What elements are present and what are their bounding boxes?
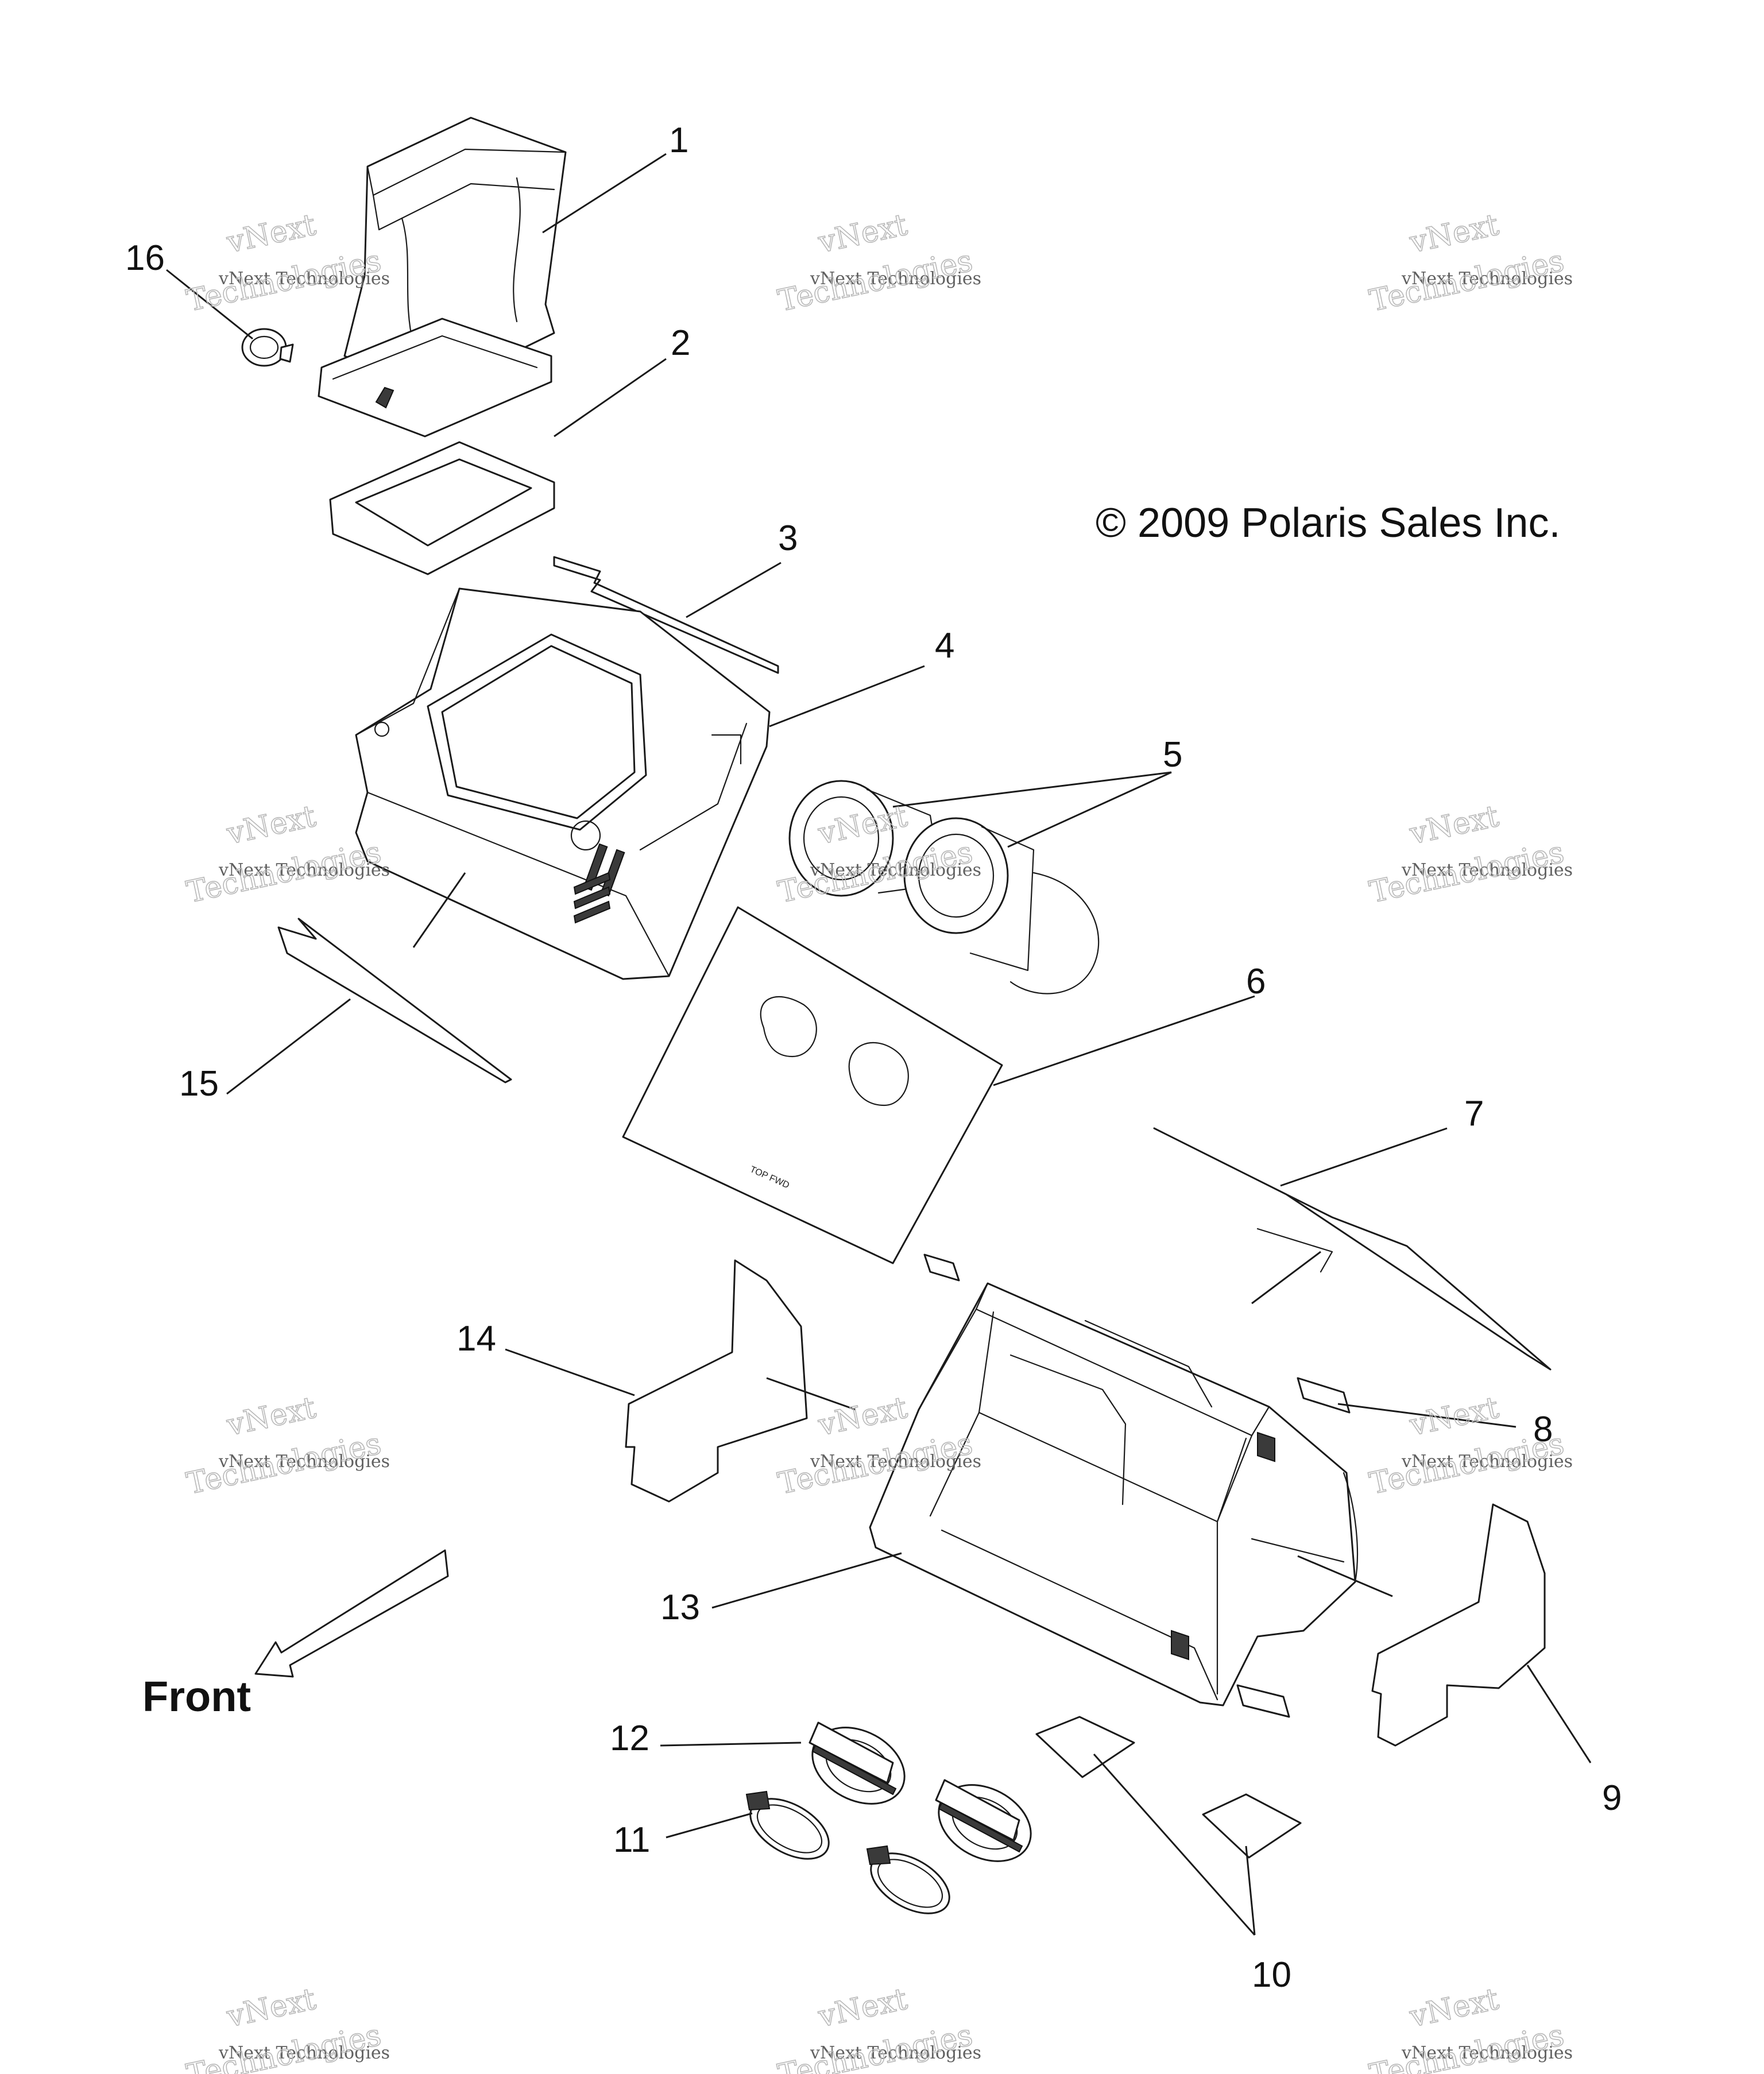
part-5-boots: [788, 780, 1100, 995]
svg-text:vNext: vNext: [1406, 208, 1502, 260]
svg-text:vNext: vNext: [815, 1982, 910, 2034]
svg-text:Technologies: Technologies: [1367, 835, 1567, 910]
svg-text:vNext Technologies: vNext Technologies: [810, 1452, 981, 1472]
watermark: vNext vNext Technologies Technologies: [183, 799, 390, 911]
callout-9: 9: [1602, 1778, 1622, 1818]
svg-text:Technologies: Technologies: [184, 835, 384, 910]
callout-3: 3: [778, 518, 798, 558]
svg-text:Technologies: Technologies: [1367, 2018, 1567, 2074]
svg-text:vNext: vNext: [223, 208, 319, 260]
svg-text:vNext Technologies: vNext Technologies: [218, 1452, 390, 1472]
callout-numbers: 1 2 3 4 5 6 7 8 9 10 11 12 13 14 15 16: [125, 121, 1622, 1995]
copyright-text: © 2009 Polaris Sales Inc.: [1096, 500, 1560, 546]
clip-lower: [1236, 1684, 1290, 1718]
svg-text:vNext Technologies: vNext Technologies: [1401, 860, 1573, 880]
svg-text:vNext Technologies: vNext Technologies: [1401, 1452, 1573, 1472]
part-2-gasket: [329, 441, 555, 575]
svg-text:Technologies: Technologies: [775, 243, 976, 318]
callout-2: 2: [671, 323, 690, 363]
svg-text:vNext: vNext: [815, 1391, 910, 1443]
front-label: Front: [142, 1673, 251, 1720]
part-1-intake-duct: [318, 117, 567, 438]
part-10-foam-pads: [1035, 1716, 1302, 1859]
leader-lines: [166, 153, 1592, 1936]
clip-upper: [923, 1253, 960, 1282]
part-4-air-box-cover: [355, 587, 771, 980]
part-7-seal-sheet: [1153, 1127, 1552, 1371]
callout-5: 5: [1163, 735, 1182, 775]
callout-7: 7: [1464, 1094, 1484, 1133]
watermark: vNext vNext Technologies Technologies: [183, 1390, 390, 1502]
svg-text:vNext: vNext: [223, 799, 319, 852]
callout-4: 4: [935, 626, 954, 665]
svg-text:vNext Technologies: vNext Technologies: [1401, 2043, 1573, 2063]
watermark: vNext vNext Technologies Technologies: [1366, 799, 1573, 911]
svg-text:Technologies: Technologies: [1367, 243, 1567, 318]
callout-13: 13: [660, 1588, 700, 1627]
part-13-air-box: [869, 1282, 1359, 1707]
callout-6: 6: [1246, 962, 1266, 1001]
callout-11: 11: [613, 1820, 650, 1860]
part-14-seal: [625, 1259, 808, 1503]
svg-text:vNext Technologies: vNext Technologies: [218, 2043, 390, 2063]
callout-10: 10: [1252, 1955, 1291, 1995]
svg-text:vNext: vNext: [223, 1391, 319, 1443]
callout-1: 1: [669, 121, 688, 160]
watermark: vNext vNext Technologies Technologies: [1366, 207, 1573, 319]
watermark: vNext vNext Technologies Technologies: [1366, 1982, 1573, 2074]
svg-text:Technologies: Technologies: [1367, 1426, 1567, 1501]
svg-text:Technologies: Technologies: [184, 243, 384, 318]
part-11-hose-clamps: [745, 1790, 950, 1914]
part-8-clip: [1297, 1377, 1351, 1414]
front-direction-arrow: [254, 1549, 449, 1678]
part-9-seal: [1371, 1503, 1546, 1747]
callout-15: 15: [179, 1064, 219, 1104]
part-6-plate: TOP FWD: [622, 906, 1003, 1264]
svg-text:vNext: vNext: [223, 1982, 319, 2034]
svg-text:Technologies: Technologies: [184, 1426, 384, 1501]
svg-text:vNext: vNext: [815, 208, 910, 260]
svg-text:vNext Technologies: vNext Technologies: [218, 860, 390, 880]
part-16-clamp: [241, 328, 294, 367]
svg-text:vNext Technologies: vNext Technologies: [810, 269, 981, 289]
svg-text:vNext Technologies: vNext Technologies: [218, 269, 390, 289]
svg-text:vNext: vNext: [1406, 1982, 1502, 2034]
callout-12: 12: [610, 1719, 649, 1758]
part-3-seal-strip: [553, 556, 779, 674]
callout-8: 8: [1533, 1410, 1553, 1449]
svg-text:vNext Technologies: vNext Technologies: [1401, 269, 1573, 289]
watermark: vNext vNext Technologies Technologies: [775, 207, 981, 319]
svg-text:vNext Technologies: vNext Technologies: [810, 2043, 981, 2063]
watermark: vNext vNext Technologies Technologies: [775, 1982, 981, 2074]
watermark: vNext vNext Technologies Technologies: [183, 1982, 390, 2074]
svg-text:vNext: vNext: [1406, 1391, 1502, 1443]
svg-text:vNext: vNext: [1406, 799, 1502, 852]
callout-16: 16: [125, 238, 165, 278]
watermark: vNext vNext Technologies Technologies: [1366, 1390, 1573, 1502]
svg-text:Technologies: Technologies: [184, 2018, 384, 2074]
part-15-seal-strip: [277, 918, 512, 1084]
part-12-couplers: [808, 1721, 1032, 1862]
svg-text:Technologies: Technologies: [775, 2018, 976, 2074]
svg-text:vNext Technologies: vNext Technologies: [810, 860, 981, 880]
callout-14: 14: [457, 1319, 496, 1359]
